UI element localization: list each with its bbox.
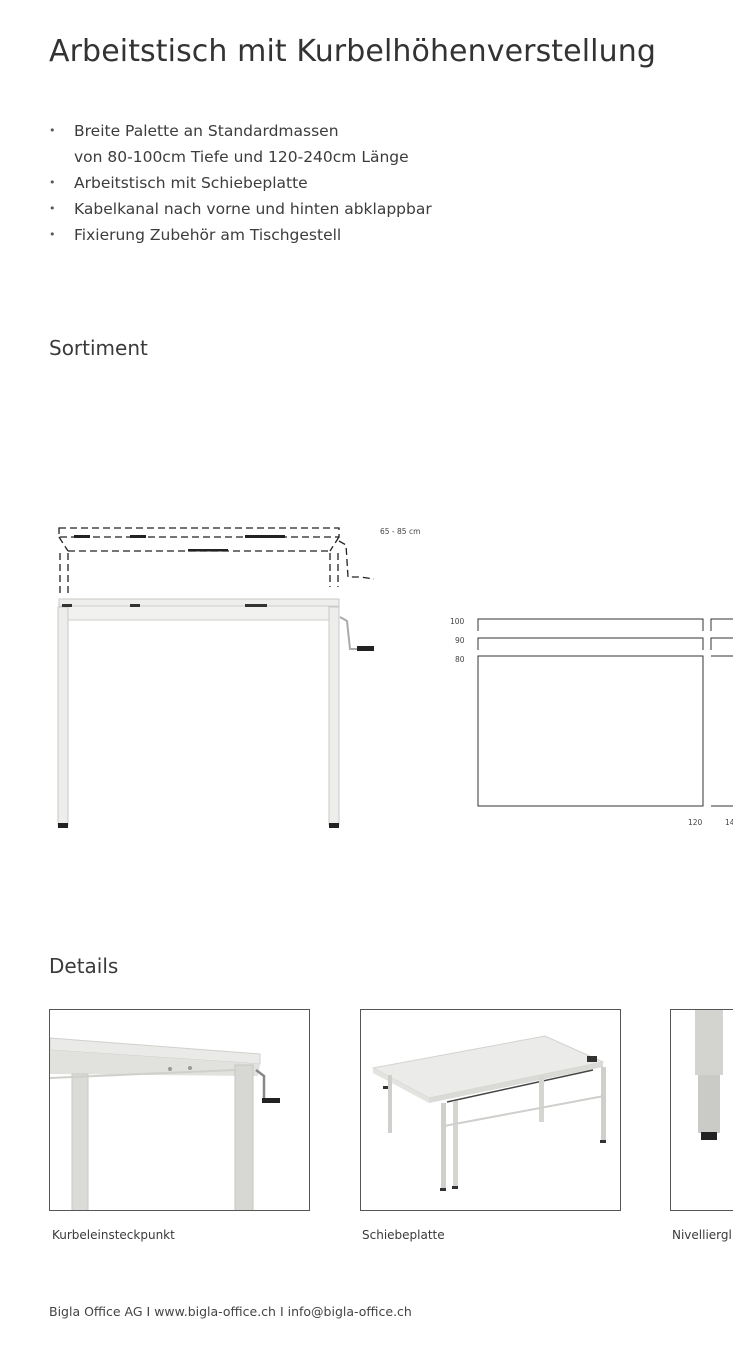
depth-label-80: 80 bbox=[455, 655, 465, 664]
sliding-top-image bbox=[371, 1035, 606, 1191]
table-side-drawing: 65 - 85 cm bbox=[57, 527, 420, 828]
footer-contact: Bigla Office AG I www.bigla-office.ch I … bbox=[49, 1304, 412, 1319]
feature-list: Breite Palette an Standardmassen von 80-… bbox=[49, 118, 432, 248]
detail-image-sliding-top bbox=[360, 1009, 621, 1211]
feature-text: Fixierung Zubehör am Tischgestell bbox=[74, 226, 342, 244]
table-size-diagram: 100 90 80 120 14 bbox=[450, 617, 733, 827]
detail-caption-leveling: Nivelliergl bbox=[672, 1228, 732, 1242]
height-range-label: 65 - 85 cm bbox=[380, 527, 420, 536]
feature-text-continued: von 80-100cm Tiefe und 120-240cm Länge bbox=[74, 148, 409, 166]
feature-item: Arbeitstisch mit Schiebeplatte bbox=[49, 170, 432, 196]
leveling-foot-image bbox=[695, 1010, 723, 1140]
depth-label-100: 100 bbox=[450, 617, 465, 626]
feature-text: Kabelkanal nach vorne und hinten abklapp… bbox=[74, 200, 432, 218]
detail-caption-sliding-top: Schiebeplatte bbox=[362, 1228, 445, 1242]
crank-insert-point-image bbox=[50, 1037, 280, 1210]
detail-image-crank bbox=[49, 1009, 310, 1211]
depth-label-90: 90 bbox=[455, 636, 465, 645]
details-heading: Details bbox=[49, 954, 119, 978]
width-label-140: 14 bbox=[725, 818, 733, 827]
feature-item: Breite Palette an Standardmassen von 80-… bbox=[49, 118, 432, 170]
detail-caption-crank: Kurbeleinsteckpunkt bbox=[52, 1228, 175, 1242]
page-title: Arbeitstisch mit Kurbelhöhenverstellung bbox=[49, 34, 656, 69]
width-label-120: 120 bbox=[688, 818, 703, 827]
detail-image-leveling bbox=[670, 1009, 733, 1211]
feature-text: Arbeitstisch mit Schiebeplatte bbox=[74, 174, 308, 192]
sortiment-heading: Sortiment bbox=[49, 336, 148, 360]
feature-item: Fixierung Zubehör am Tischgestell bbox=[49, 222, 432, 248]
feature-item: Kabelkanal nach vorne und hinten abklapp… bbox=[49, 196, 432, 222]
feature-text: Breite Palette an Standardmassen bbox=[74, 122, 339, 140]
